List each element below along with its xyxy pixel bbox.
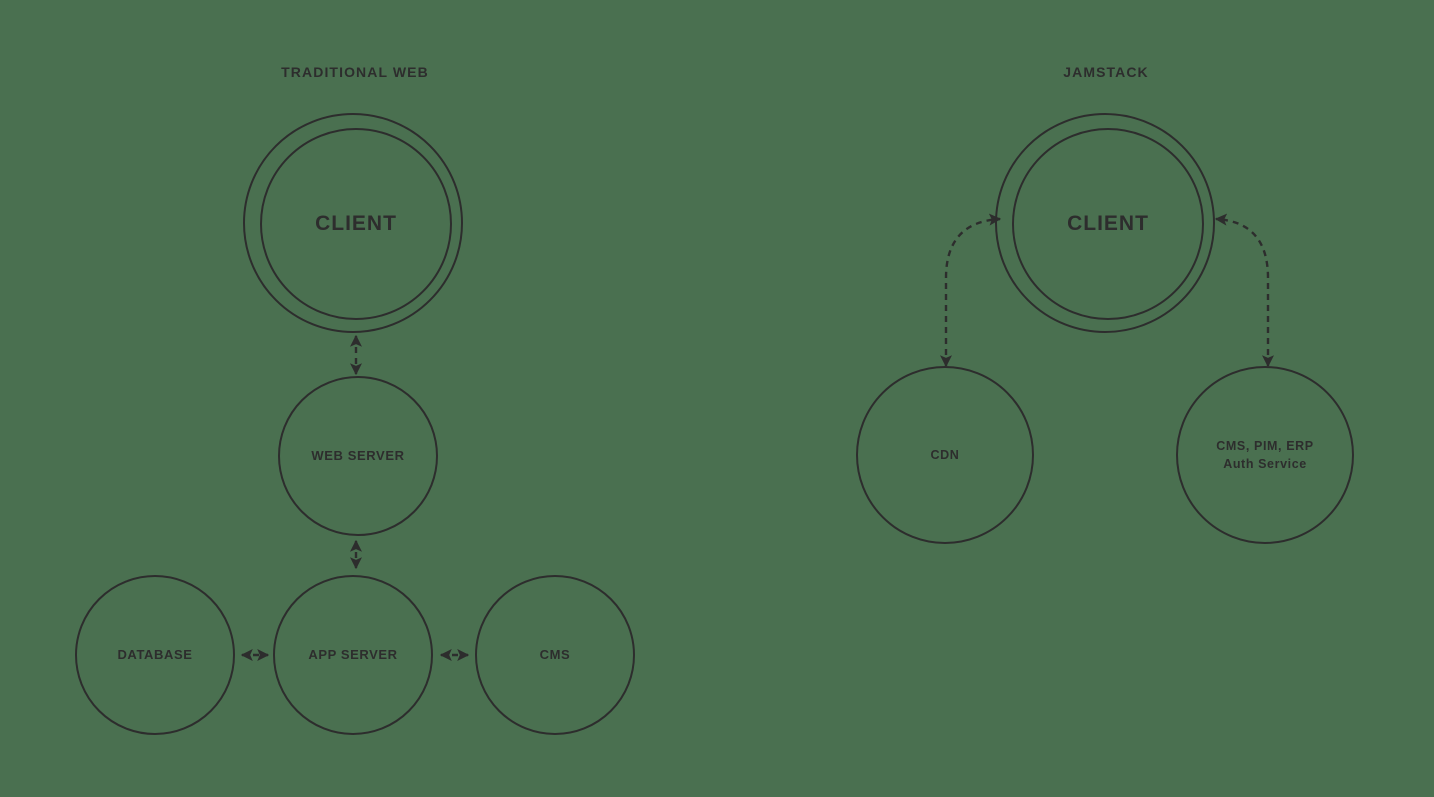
panel-title-jamstack: JAMSTACK [1063,64,1149,80]
node-jam-services-label-line2: Auth Service [1223,457,1307,471]
node-trad-web-server[interactable]: WEB SERVER [278,376,438,536]
node-jam-client[interactable]: CLIENT [1012,128,1204,320]
node-jam-client-outer-ring [995,113,1215,333]
connector-services-client [1214,213,1274,368]
node-trad-client[interactable]: CLIENT [260,128,452,320]
node-jam-services[interactable]: CMS, PIM, ERP Auth Service [1176,366,1354,544]
node-trad-cms-label: CMS [539,646,571,662]
node-jam-client-label: CLIENT [1067,211,1149,235]
node-trad-app-server[interactable]: APP SERVER [273,575,433,735]
node-jam-cdn-label: CDN [930,447,960,462]
node-trad-web-server-label: WEB SERVER [311,447,405,463]
node-trad-database[interactable]: DATABASE [75,575,235,735]
node-trad-database-label: DATABASE [117,646,193,662]
node-jam-services-label-line1: CMS, PIM, ERP [1216,438,1314,453]
node-trad-client-label: CLIENT [315,211,397,235]
node-trad-cms[interactable]: CMS [475,575,635,735]
node-jam-cdn[interactable]: CDN [856,366,1034,544]
node-trad-client-outer-ring [243,113,463,333]
panel-title-traditional-web: TRADITIONAL WEB [281,64,429,80]
connector-cdn-client [940,213,1002,368]
node-trad-app-server-label: APP SERVER [308,646,398,662]
